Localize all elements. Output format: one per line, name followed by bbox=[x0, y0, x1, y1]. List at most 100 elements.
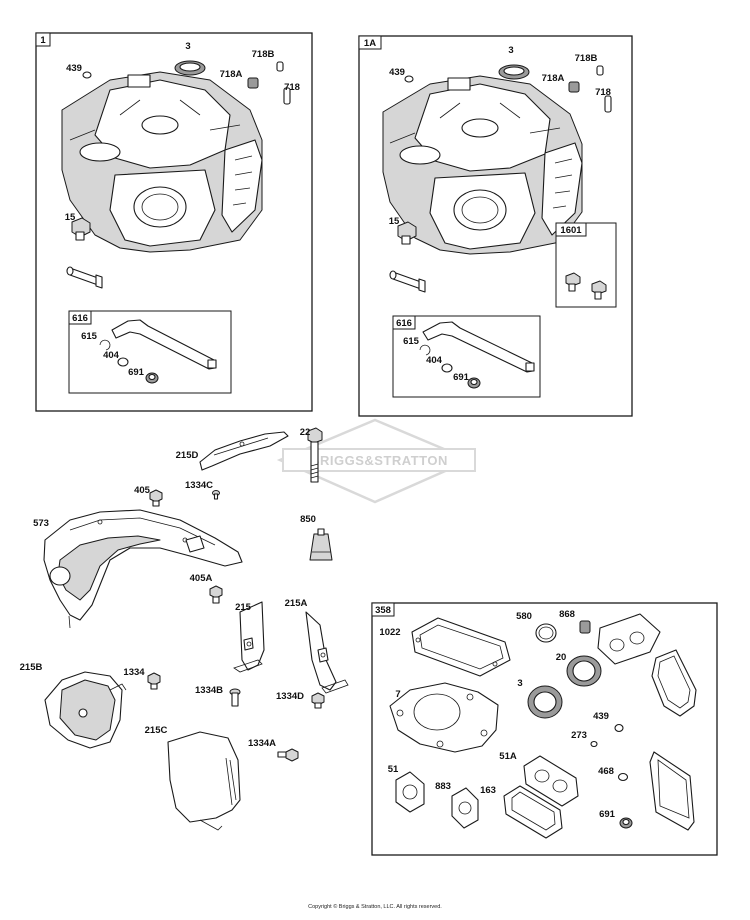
label-215d: 215D bbox=[176, 450, 199, 461]
screw-15-right bbox=[397, 221, 417, 245]
dowel-pin-718b-right bbox=[596, 65, 604, 76]
box-label-616-right: 616 bbox=[396, 318, 412, 329]
label-215c: 215C bbox=[145, 725, 168, 736]
governor-shaft-box-616-right: 616 bbox=[392, 315, 541, 398]
label-404-right: 404 bbox=[426, 355, 443, 366]
o-ring-580 bbox=[535, 623, 557, 643]
box-label-1: 1 bbox=[40, 35, 46, 46]
label-3-right: 3 bbox=[508, 45, 513, 56]
label-883: 883 bbox=[435, 781, 451, 792]
label-615: 615 bbox=[81, 331, 98, 342]
label-691-gasket: 691 bbox=[599, 809, 616, 820]
o-ring-439-left bbox=[82, 71, 92, 79]
dowel-pin-718-right bbox=[604, 95, 612, 113]
baffle-215d bbox=[199, 431, 289, 471]
label-405: 405 bbox=[134, 485, 151, 496]
label-1022: 1022 bbox=[379, 627, 400, 638]
label-718b: 718B bbox=[252, 49, 275, 60]
oil-seal-3-gasket-set bbox=[527, 685, 563, 719]
label-468: 468 bbox=[598, 766, 614, 777]
screw-kit-box-1601: 1601 bbox=[555, 222, 617, 308]
box-label-1a: 1A bbox=[364, 38, 376, 49]
baffle-215b bbox=[44, 671, 127, 749]
sealant-tube-850 bbox=[309, 528, 333, 561]
label-163: 163 bbox=[480, 785, 496, 796]
label-691: 691 bbox=[128, 367, 145, 378]
screw-1334d bbox=[311, 692, 325, 709]
gasket-1022 bbox=[411, 617, 511, 677]
breather-gasket-lower bbox=[649, 751, 695, 831]
o-ring-439-right bbox=[404, 75, 414, 83]
label-215a: 215A bbox=[285, 598, 308, 609]
label-3: 3 bbox=[185, 41, 190, 52]
oil-seal-20 bbox=[566, 655, 602, 687]
label-1334a: 1334A bbox=[248, 738, 276, 749]
bushing-718a-right bbox=[568, 81, 580, 93]
label-20: 20 bbox=[556, 652, 567, 663]
label-215: 215 bbox=[235, 602, 252, 613]
label-1334b: 1334B bbox=[195, 685, 223, 696]
briggs-stratton-watermark-logo: BRIGGS&STRATTON bbox=[276, 418, 476, 504]
label-15-right: 15 bbox=[389, 216, 400, 227]
screw-1334a bbox=[277, 748, 299, 762]
gasket-51 bbox=[395, 771, 425, 813]
crankcase-block-left bbox=[61, 71, 263, 253]
baffle-215 bbox=[233, 601, 265, 673]
label-1334: 1334 bbox=[123, 667, 145, 678]
label-405a: 405A bbox=[190, 573, 213, 584]
bolt-22 bbox=[307, 427, 323, 483]
screw-15-left bbox=[71, 217, 91, 241]
label-273: 273 bbox=[571, 730, 587, 741]
label-15: 15 bbox=[65, 212, 76, 223]
rocker-gasket-right bbox=[651, 649, 697, 717]
label-3-gasket: 3 bbox=[517, 678, 522, 689]
screw-1334 bbox=[147, 672, 161, 690]
washer-273 bbox=[590, 740, 598, 748]
oil-seal-3-right bbox=[498, 64, 530, 80]
label-615-right: 615 bbox=[403, 336, 420, 347]
label-718a: 718A bbox=[220, 69, 243, 80]
label-718b-right: 718B bbox=[575, 53, 598, 64]
valve-seal-868 bbox=[579, 620, 591, 634]
label-439-gasket: 439 bbox=[593, 711, 609, 722]
crankcase-block-right bbox=[382, 75, 583, 255]
engine-block-box-1: 1 3 718B 718A bbox=[35, 32, 313, 412]
dowel-pin-718-left bbox=[283, 87, 291, 105]
gasket-51a bbox=[523, 755, 579, 807]
gasket-set-box-358: 358 1022 580 868 bbox=[371, 602, 718, 856]
washer-468 bbox=[617, 772, 629, 782]
label-1334c: 1334C bbox=[185, 480, 213, 491]
label-1334d: 1334D bbox=[276, 691, 304, 702]
label-51a: 51A bbox=[499, 751, 517, 762]
label-51: 51 bbox=[388, 764, 399, 775]
label-439-right: 439 bbox=[389, 67, 405, 78]
dowel-pin-718b-left bbox=[276, 61, 284, 72]
label-691-right: 691 bbox=[453, 372, 470, 383]
label-7: 7 bbox=[395, 689, 400, 700]
label-850: 850 bbox=[300, 514, 316, 525]
label-439: 439 bbox=[66, 63, 82, 74]
label-573: 573 bbox=[33, 518, 49, 529]
copyright-notice: Copyright © Briggs & Stratton, LLC. All … bbox=[308, 904, 442, 910]
screw-405 bbox=[149, 489, 163, 507]
gasket-163 bbox=[503, 785, 563, 839]
label-718: 718 bbox=[284, 82, 300, 93]
box-label-1601: 1601 bbox=[560, 225, 582, 236]
label-580: 580 bbox=[516, 611, 532, 622]
label-718a-right: 718A bbox=[542, 73, 565, 84]
oil-seal-3-left bbox=[174, 60, 206, 76]
seal-691-gasket-set bbox=[619, 817, 633, 829]
box-label-616-left: 616 bbox=[72, 313, 88, 324]
stud-right bbox=[389, 270, 426, 293]
screw-405a bbox=[209, 585, 223, 604]
label-404: 404 bbox=[103, 350, 120, 361]
o-ring-439-gasket bbox=[614, 723, 624, 733]
box-label-358: 358 bbox=[375, 605, 391, 616]
baffle-215c bbox=[167, 731, 241, 831]
screw-1334c bbox=[212, 490, 220, 500]
breather-gasket-upper bbox=[597, 613, 661, 665]
watermark-text: BRIGGS&STRATTON bbox=[310, 453, 448, 468]
stud-left bbox=[66, 266, 103, 289]
screw-1334b bbox=[229, 688, 241, 707]
